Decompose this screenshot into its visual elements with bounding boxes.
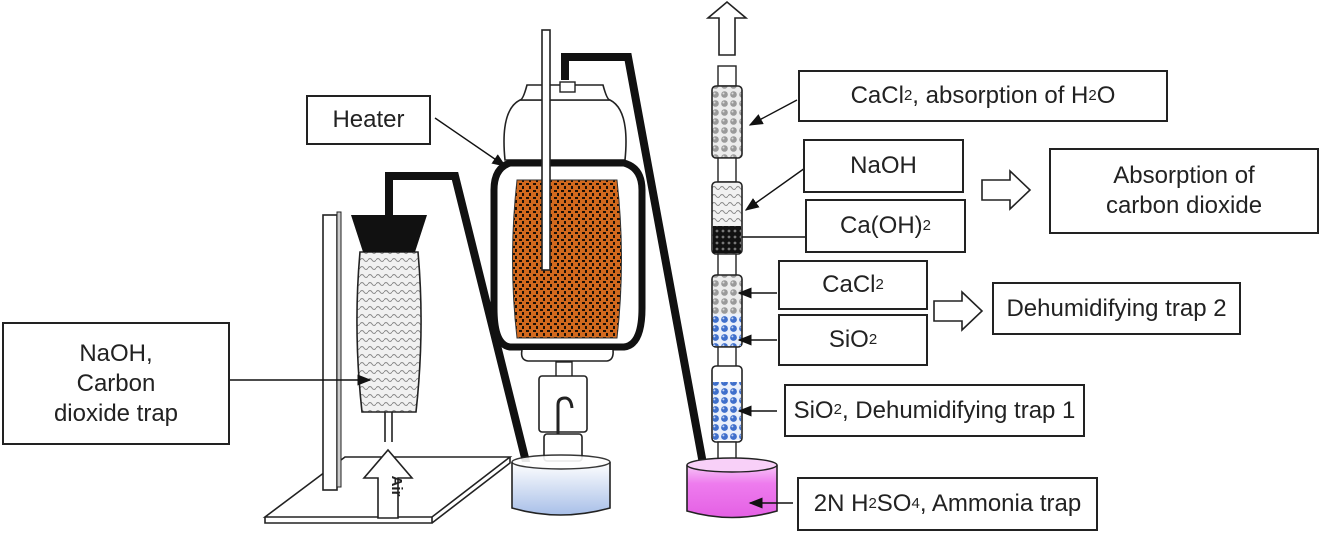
label-absorption-co2: Absorption of carbon dioxide (1049, 148, 1319, 234)
label-naoh: NaOH (803, 139, 964, 193)
label-heater: Heater (306, 95, 431, 145)
label-caoh2: Ca(OH)2 (805, 199, 966, 253)
soil-sample (512, 179, 622, 339)
exhaust-arrow (705, 0, 749, 56)
tube-2 (561, 53, 710, 481)
air-text: Air (388, 476, 405, 497)
thermometer (541, 29, 551, 271)
rubber-stopper (351, 215, 427, 252)
pointer-lines (230, 99, 808, 509)
label-naoh-co2-trap: NaOH, Carbon dioxide trap (2, 322, 230, 445)
water-dish (511, 462, 611, 516)
label-dehumidifying-trap-2: Dehumidifying trap 2 (992, 282, 1241, 335)
acid-beaker (686, 465, 778, 519)
stand-rod (322, 214, 338, 491)
block-arrow-dehumid (933, 290, 984, 332)
reactor (490, 29, 710, 516)
heater-jacket (490, 159, 646, 351)
absorption-train (686, 0, 778, 519)
naoh-trap-column (351, 172, 534, 479)
block-arrow-co2 (981, 169, 1032, 211)
air-inlet-arrow: Air (362, 448, 414, 519)
